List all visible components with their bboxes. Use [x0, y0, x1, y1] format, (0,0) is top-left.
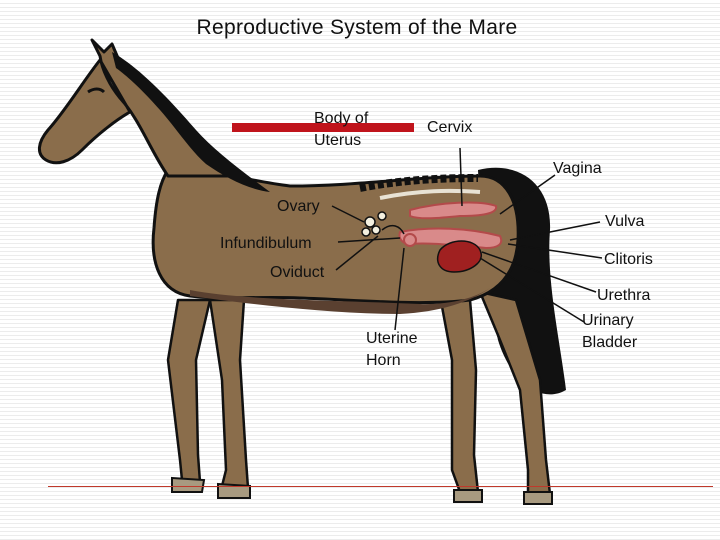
horse-body	[151, 167, 520, 305]
horse-hooves	[171, 476, 553, 505]
ovary-cluster	[361, 211, 387, 237]
label-urethra: Urethra	[597, 287, 651, 304]
label-oviduct: Oviduct	[270, 264, 325, 281]
label-infundibulum: Infundibulum	[220, 235, 312, 252]
label-uterine-horn: Uterine Horn	[366, 330, 418, 369]
body-of-uterus-bar	[232, 123, 414, 132]
reproductive-organs	[381, 201, 503, 250]
horse-eye	[87, 87, 106, 94]
spine	[359, 174, 479, 192]
belly-shade	[190, 288, 490, 314]
label-cervix: Cervix	[427, 119, 473, 136]
rib-line	[379, 188, 481, 200]
bottom-rule	[48, 486, 713, 487]
label-body-of-uterus: Body of Uterus	[314, 110, 369, 149]
label-vulva: Vulva	[605, 213, 645, 230]
leader-lines	[331, 147, 603, 331]
slide-title: Reproductive System of the Mare	[196, 16, 518, 39]
label-ovary: Ovary	[277, 198, 320, 215]
label-clitoris: Clitoris	[604, 251, 653, 268]
horse-mane	[112, 52, 270, 192]
urinary-bladder	[436, 240, 483, 273]
horse-legs	[166, 290, 552, 496]
label-vagina: Vagina	[553, 160, 602, 177]
label-urinary-bladder: Urinary Bladder	[582, 312, 638, 351]
